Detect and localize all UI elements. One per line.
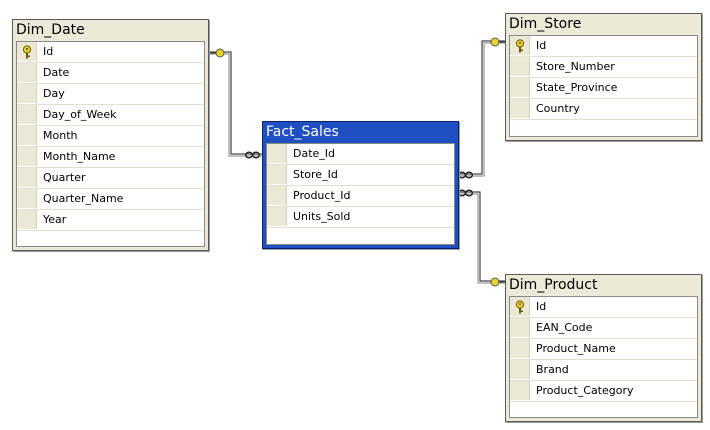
row-selector[interactable] [17,105,37,124]
table-dim-date[interactable]: Dim_Date Id Date Day Day_of_Week Month M… [12,19,209,251]
row-selector[interactable] [510,339,530,358]
row-selector[interactable] [510,360,530,379]
table-title[interactable]: Dim_Date [16,22,85,38]
table-title[interactable]: Dim_Store [509,16,582,32]
column-name: Store_Id [293,168,338,181]
table-dim-product[interactable]: Dim_Product Id EAN_Code Product_Name Bra… [505,274,702,422]
row-selector[interactable] [267,186,287,205]
column-name: Store_Number [536,60,615,73]
column-row[interactable]: Product_Category [510,381,697,402]
row-selector[interactable] [267,165,287,184]
column-row[interactable]: EAN_Code [510,318,697,339]
column-name: Year [43,213,67,226]
column-name: Quarter_Name [43,192,124,205]
many-end-date [245,151,260,159]
column-row[interactable]: Country [510,99,697,120]
many-end-product [458,189,473,197]
column-name: Month_Name [43,150,116,163]
column-name: Country [536,102,580,115]
column-name: Id [43,45,54,58]
row-selector[interactable] [17,210,37,229]
row-selector[interactable] [510,318,530,337]
column-row[interactable]: Brand [510,360,697,381]
primary-key-icon [515,39,525,53]
relationship-line-store[interactable] [456,40,506,177]
column-row[interactable]: Date_Id [267,144,454,165]
column-row[interactable]: Month [17,126,204,147]
column-row[interactable]: Quarter_Name [17,189,204,210]
key-end-store [490,37,506,47]
column-row[interactable]: Store_Number [510,57,697,78]
relationship-line-date[interactable] [208,51,263,157]
column-name: EAN_Code [536,321,593,334]
column-row[interactable]: State_Province [510,78,697,99]
column-name: Day_of_Week [43,108,117,121]
column-name: Id [536,39,547,52]
column-row[interactable]: Day_of_Week [17,105,204,126]
column-row[interactable]: Month_Name [17,147,204,168]
column-name: Brand [536,363,569,376]
primary-key-icon [22,45,32,59]
column-name: Quarter [43,171,86,184]
column-name: Product_Name [536,342,616,355]
column-list: Date_Id Store_Id Product_Id Units_Sold [266,143,455,245]
column-row[interactable]: Product_Name [510,339,697,360]
row-selector[interactable] [510,99,530,118]
column-row[interactable]: Date [17,63,204,84]
column-list: Id EAN_Code Product_Name Brand Product_C… [509,296,698,418]
row-selector[interactable] [17,63,37,82]
row-selector[interactable] [510,78,530,97]
column-row-id[interactable]: Id [510,297,697,318]
relationship-line-product[interactable] [456,191,506,284]
table-title[interactable]: Dim_Product [509,277,598,293]
column-name: Date_Id [293,147,336,160]
column-name: Id [536,300,547,313]
column-row[interactable]: Year [17,210,204,231]
column-name: Month [43,129,78,142]
column-row[interactable]: Product_Id [267,186,454,207]
column-row-id[interactable]: Id [510,36,697,57]
many-end-store [458,171,473,179]
row-selector[interactable] [267,207,287,226]
row-selector[interactable] [17,168,37,187]
column-name: Day [43,87,65,100]
row-selector[interactable] [267,144,287,163]
row-selector[interactable] [17,84,37,103]
key-end-product [490,277,506,287]
column-row[interactable]: Store_Id [267,165,454,186]
column-name: Date [43,66,70,79]
column-name: Units_Sold [293,210,351,223]
row-selector[interactable] [17,147,37,166]
row-selector[interactable] [17,189,37,208]
column-name: Product_Category [536,384,634,397]
table-dim-store[interactable]: Dim_Store Id Store_Number State_Province… [505,13,702,141]
row-selector[interactable] [510,57,530,76]
table-title[interactable]: Fact_Sales [266,124,339,140]
key-end-date [208,48,225,58]
primary-key-icon [515,300,525,314]
column-name: Product_Id [293,189,351,202]
column-list: Id Store_Number State_Province Country [509,35,698,137]
column-name: State_Province [536,81,618,94]
column-row[interactable]: Day [17,84,204,105]
column-row[interactable]: Units_Sold [267,207,454,228]
table-fact-sales[interactable]: Fact_Sales Date_Id Store_Id Product_Id U… [262,121,459,249]
column-row-id[interactable]: Id [17,42,204,63]
row-selector[interactable] [510,381,530,400]
column-list: Id Date Day Day_of_Week Month Month_Name… [16,41,205,247]
column-row[interactable]: Quarter [17,168,204,189]
row-selector[interactable] [17,126,37,145]
